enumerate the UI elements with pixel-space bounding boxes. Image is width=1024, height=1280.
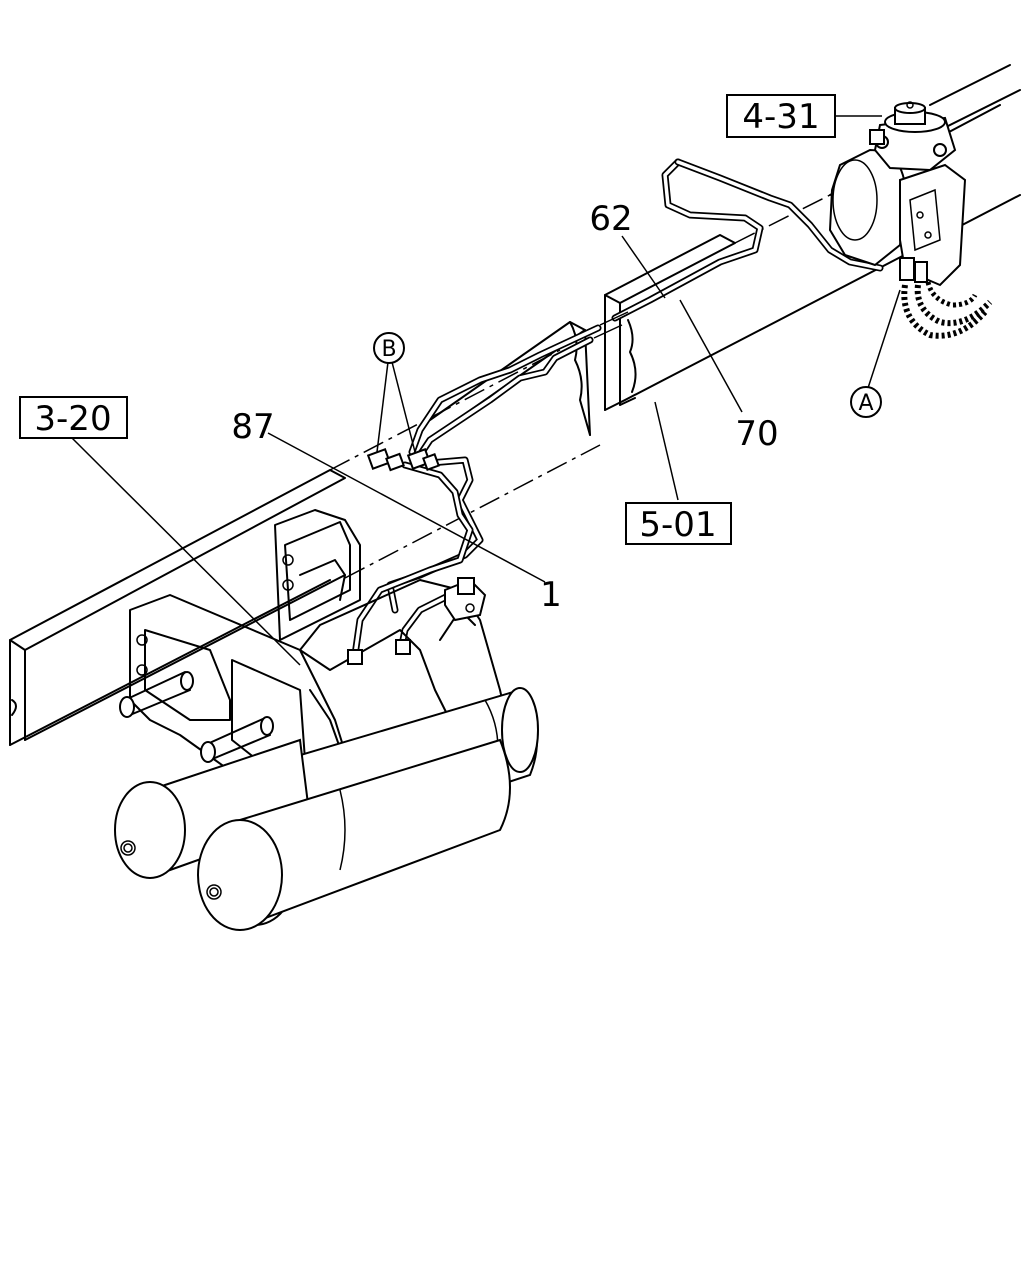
brake-valve-assembly — [828, 101, 967, 287]
brake-pipe-down-run — [351, 456, 484, 659]
crossmember-bracket — [274, 509, 361, 641]
frame-rail-right — [929, 64, 1021, 131]
part-number-1: 1 — [540, 575, 562, 615]
callout-4-31: 4-31 — [726, 94, 836, 138]
flex-hoses-a — [901, 281, 993, 339]
callout-5-01: 5-01 — [625, 502, 732, 545]
detail-label-a: A — [858, 391, 873, 416]
ref-label-4-31: 4-31 — [742, 97, 819, 137]
fittings-b — [366, 448, 440, 472]
part-number-70: 70 — [735, 414, 778, 454]
frame-rail-cut — [429, 321, 591, 436]
ref-label-3-20: 3-20 — [34, 399, 111, 439]
brake-pipe-main-run — [408, 158, 884, 459]
detail-marker-a: A — [850, 386, 882, 418]
relay-valve — [347, 577, 487, 665]
air-tank-front-left — [114, 738, 312, 879]
detail-marker-b: B — [373, 332, 405, 364]
detail-label-b: B — [381, 337, 396, 362]
bracket-pins — [119, 671, 274, 763]
leader-lines — [71, 115, 901, 666]
air-tank-front — [197, 738, 511, 931]
part-number-87: 87 — [231, 407, 274, 447]
callout-3-20: 3-20 — [19, 396, 128, 439]
frame-rail-middle — [604, 104, 1021, 411]
ref-label-5-01: 5-01 — [639, 505, 716, 545]
part-number-62: 62 — [589, 199, 632, 239]
